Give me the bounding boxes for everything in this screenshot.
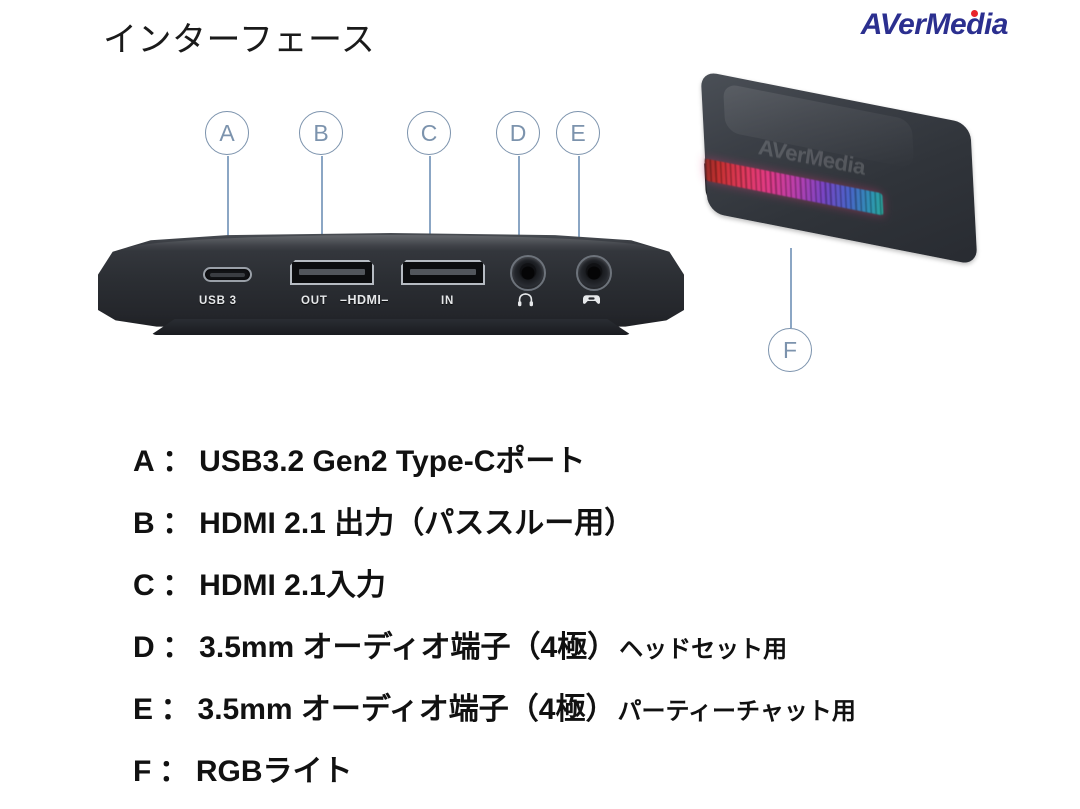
leader-line-d [518, 156, 521, 260]
page-title: インターフェース [103, 21, 376, 59]
callout-label-f: F [782, 336, 798, 363]
legend-sep-b: ： [162, 507, 193, 540]
callout-badge-a[interactable]: A [205, 111, 249, 155]
port-label-in: IN [441, 295, 455, 307]
callout-badge-f[interactable]: F [768, 328, 812, 372]
logo-red-dot-icon [971, 10, 978, 17]
callout-label-b: B [313, 119, 329, 146]
leader-line-e [578, 156, 581, 262]
legend-sep-e: ： [160, 693, 191, 726]
legend-text-a: USB3.2 Gen2 Type-Cポート [199, 445, 586, 478]
legend-sep-c: ： [162, 569, 193, 602]
callout-badge-c[interactable]: C [407, 111, 451, 155]
legend-sep-f: ： [158, 755, 189, 788]
avermedia-logo: AVerMedia [860, 8, 1009, 42]
legend-key-f: F [133, 755, 152, 788]
legend-sep-a: ： [162, 445, 193, 478]
legend-key-c: C [133, 569, 156, 602]
callout-label-c: C [420, 119, 438, 146]
hdmi-out-port [290, 260, 374, 285]
legend-row-e: E ： 3.5mm オーディオ端子（4極） パーティーチャット用 [133, 684, 1013, 746]
legend-key-d: D [133, 631, 156, 664]
port-label-hdmi: –HDMI– [340, 293, 389, 307]
gamepad-icon [582, 293, 601, 309]
callout-label-e: E [570, 119, 586, 146]
port-label-out: OUT [301, 295, 328, 307]
leader-line-b [321, 156, 324, 256]
callout-label-a: A [219, 119, 235, 146]
legend-text-b: HDMI 2.1 出力（パススルー用） [199, 507, 635, 540]
legend-text-f: RGBライト [195, 755, 353, 788]
device-top-highlight [121, 235, 661, 251]
leader-line-f [790, 248, 793, 328]
legend-sep-d: ： [162, 631, 193, 664]
capture-device-angled-view: AVerMedia [700, 70, 986, 288]
leader-line-a [227, 156, 230, 266]
legend-subtext-e: パーティーチャット用 [617, 698, 856, 725]
hdmi-in-port [401, 260, 485, 285]
port-label-usb3: USB 3 [199, 295, 237, 307]
capture-device-front-view: USB 3 OUT –HDMI– IN [98, 233, 684, 337]
legend-row-f: F ： RGBライト [133, 746, 1013, 808]
legend-row-b: B ： HDMI 2.1 出力（パススルー用） [133, 498, 1013, 560]
legend-row-d: D ： 3.5mm オーディオ端子（4極） ヘッドセット用 [133, 622, 1013, 684]
device-base [150, 319, 632, 335]
callout-badge-d[interactable]: D [496, 111, 540, 155]
interface-legend: A ： USB3.2 Gen2 Type-Cポート B ： HDMI 2.1 出… [133, 436, 1013, 808]
legend-text-d: 3.5mm オーディオ端子（4極） [199, 631, 618, 664]
legend-text-e: 3.5mm オーディオ端子（4極） [197, 693, 616, 726]
usb-c-port [203, 267, 252, 282]
audio-jack-party-chat-port [576, 255, 612, 291]
headphone-icon [517, 293, 534, 310]
legend-row-c: C ： HDMI 2.1入力 [133, 560, 1013, 622]
callout-label-d: D [509, 119, 527, 146]
legend-row-a: A ： USB3.2 Gen2 Type-Cポート [133, 436, 1013, 498]
legend-key-e: E [133, 693, 154, 726]
leader-line-c [429, 156, 432, 254]
legend-key-a: A [133, 445, 156, 478]
audio-jack-headset-port [510, 255, 546, 291]
legend-key-b: B [133, 507, 156, 540]
brand-logo-text: AVerMedia [860, 8, 1009, 41]
callout-badge-b[interactable]: B [299, 111, 343, 155]
legend-subtext-d: ヘッドセット用 [619, 636, 788, 663]
callout-badge-e[interactable]: E [556, 111, 600, 155]
legend-text-c: HDMI 2.1入力 [199, 569, 386, 602]
